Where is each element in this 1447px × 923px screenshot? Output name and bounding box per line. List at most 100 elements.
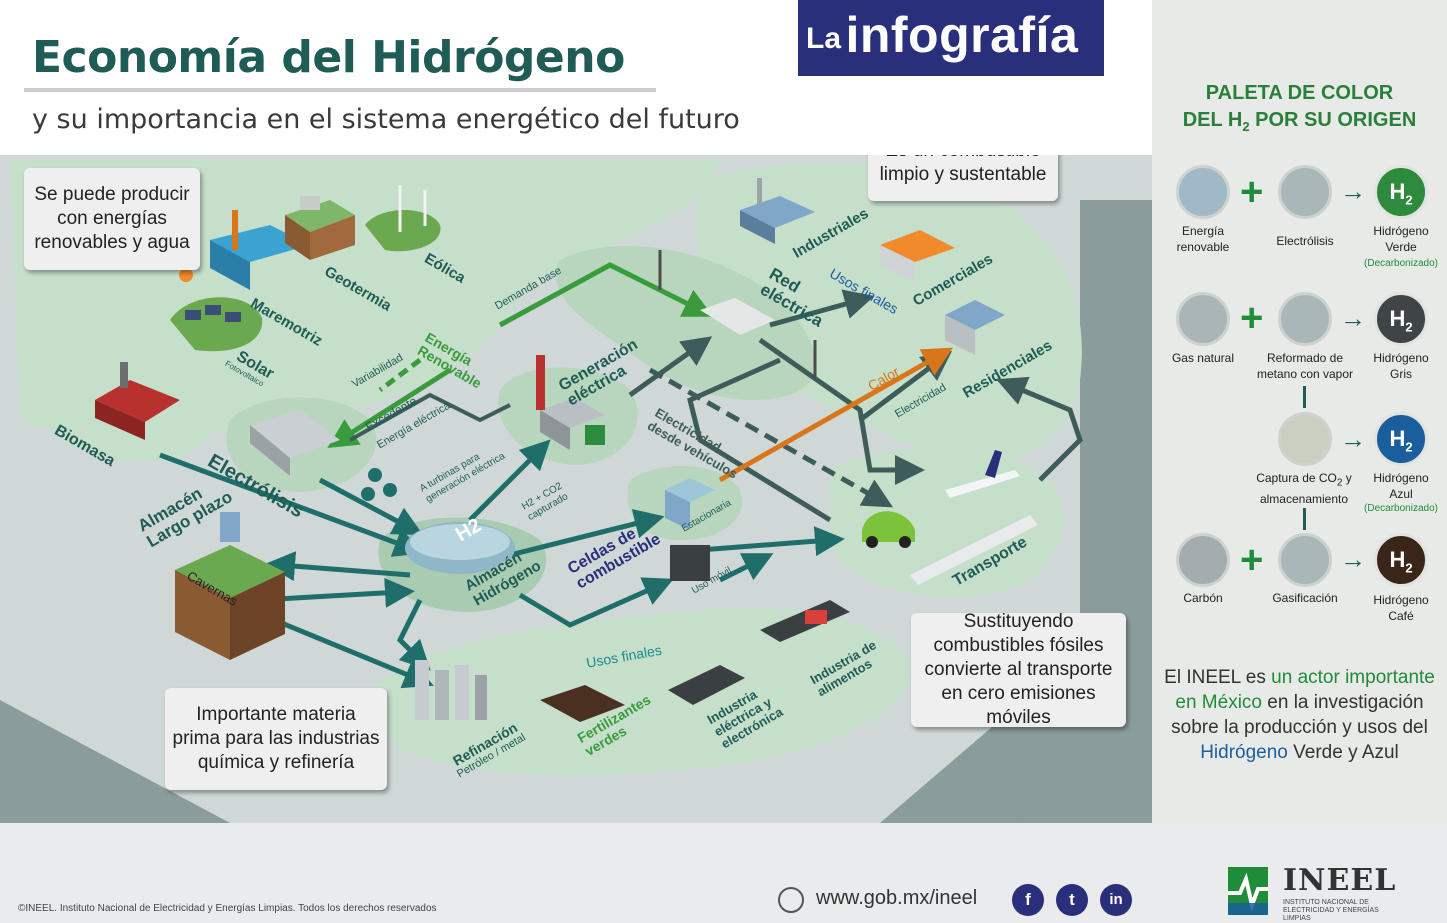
arrow-transporte-to-residenciales (996, 376, 1083, 482)
note-azul: (Decarbonizado) (1364, 503, 1438, 514)
arrow-red-to-transporte-dashed (648, 367, 894, 508)
ineel-fullname: INSTITUTO NACIONAL DE ELECTRICIDAD Y ENE… (1283, 899, 1379, 922)
comerciales-icon (880, 230, 955, 282)
label-hidrogeno-cafe: Hidrógeno Café (1373, 593, 1429, 623)
steam-reforming-icon (1278, 292, 1332, 346)
arrow-generacion-to-electrolisis (349, 392, 511, 442)
badge-la: La (806, 22, 842, 55)
callout-raw-material: Importante materia prima para las indust… (165, 688, 387, 790)
caverns-icon (175, 512, 285, 660)
page-title: Economía del Hidrógeno (32, 32, 625, 83)
label-gas-natural: Gas natural (1171, 351, 1235, 365)
callout-clean: Es un combustible limpio y sustentable (868, 155, 1058, 201)
globe-icon (778, 887, 804, 913)
train-icon (910, 515, 1038, 585)
arrow-right-icon: → (1340, 176, 1366, 206)
h2-gris-icon: H2 (1374, 292, 1428, 346)
celdas-icon (670, 545, 710, 581)
color-palette-panel: PALETA DE COLOR DEL H2 POR SU ORIGEN + →… (1152, 0, 1447, 823)
label-hidrogeno-verde: Hidrógeno Verde (1373, 224, 1429, 254)
note-verde: (Decarbonizado) (1364, 258, 1438, 269)
arrow-storage-to-estacionaria (509, 509, 665, 558)
ineel-name: INEEL (1283, 863, 1397, 898)
website-link[interactable]: www.gob.mx/ineel (816, 887, 978, 909)
h2-verde-icon: H2 (1374, 165, 1428, 219)
ineel-logo-icon (1228, 867, 1268, 915)
refinery-icon (415, 660, 487, 720)
label-hidrogeno-gris: Hidrógeno Gris (1373, 351, 1429, 381)
arrow-red-to-industriales (769, 289, 875, 328)
arrow-storage-to-celdas (518, 577, 674, 628)
residenciales-icon (945, 300, 1005, 355)
arrow-demanda-base (498, 262, 714, 328)
island-usos-bottom (367, 607, 912, 775)
palette-title-line2: DEL H2 POR SU ORIGEN (1182, 109, 1417, 134)
arrow-celdas-to-transporte (699, 526, 845, 557)
arrow-storage-to-turbines (468, 439, 551, 522)
co2-capture-icon (1278, 412, 1332, 466)
diagram-svg (0, 155, 1152, 823)
ineel-statement: El INEEL es un actor importante en Méxic… (1164, 667, 1435, 763)
palette-title: PALETA DE COLOR DEL H2 POR SU ORIGEN (1152, 80, 1447, 140)
electrolysis-icon (1278, 165, 1332, 219)
badge-infografia: infografía (845, 7, 1079, 63)
arrow-variabilidad (378, 358, 422, 392)
backdrop-lower (0, 700, 230, 823)
natural-gas-icon (1176, 292, 1230, 346)
arrow-electrolisis-to-storage (318, 477, 424, 536)
arrow-storage-to-caverns (265, 551, 411, 582)
infografia-badge: La infografía (798, 0, 1104, 76)
geotermia-icon (285, 196, 355, 260)
label-gasificacion: Gasificación (1272, 591, 1338, 605)
car-icon (862, 511, 915, 548)
diagram-canvas: Maremotriz Geotermia Eólica Solar Fotovo… (0, 155, 1152, 823)
food-industry-icon (760, 600, 850, 642)
red-electrica-icon (658, 250, 817, 378)
arrow-right-icon: → (1340, 424, 1366, 454)
renewable-energy-icon (1176, 165, 1230, 219)
biomasa-icon (95, 362, 180, 440)
linkedin-icon[interactable]: in (1100, 884, 1132, 916)
page-subtitle: y su importancia en el sistema energétic… (32, 104, 740, 135)
label-carbon: Carbón (1183, 591, 1223, 605)
arrow-storage-to-refinery (396, 598, 431, 671)
label-energia-renovable: Energía renovable (1176, 224, 1230, 254)
fertilizer-icon (540, 685, 625, 722)
label-electrolisis: Electrólisis (1276, 234, 1334, 248)
h2-azul-icon: H2 (1374, 412, 1428, 466)
arrow-biomasa-to-storage (159, 452, 425, 557)
plus-icon: + (1240, 296, 1264, 340)
arrow-celdas-to-uso-movil (718, 553, 774, 583)
arrow-up-line (1303, 508, 1306, 530)
label-hidrogeno-azul: Hidrógeno Azul (1373, 471, 1429, 501)
label-captura-co2: Captura de CO2 y almacenamiento (1256, 471, 1352, 507)
arrow-right-icon: → (1340, 303, 1366, 333)
plus-icon: + (1240, 170, 1264, 214)
arrow-vehiculos-to-red (687, 357, 832, 523)
arrow-red-to-residenciales (758, 337, 925, 485)
facebook-icon[interactable]: f (1012, 884, 1044, 916)
arrow-excedente (327, 367, 452, 449)
solar-icon (170, 268, 263, 352)
footer: ©INEEL. Instituto Nacional de Electricid… (0, 823, 1447, 923)
coal-icon (1176, 533, 1230, 587)
plane-icon (945, 450, 1020, 498)
header: Economía del Hidrógeno y su importancia … (0, 0, 1152, 155)
palette-title-line1: PALETA DE COLOR (1205, 82, 1394, 104)
estacionaria-icon (665, 478, 715, 530)
arrow-right-icon: → (1340, 544, 1366, 574)
h2-cafe-icon: H2 (1374, 533, 1428, 587)
twitter-icon[interactable]: t (1056, 884, 1088, 916)
arrow-generacion-to-red (628, 336, 713, 398)
arrow-down-line (1303, 386, 1306, 408)
generacion-icon (536, 355, 605, 450)
electronics-industry-icon (668, 665, 745, 705)
island-grid (556, 245, 816, 401)
plus-icon: + (1240, 538, 1264, 582)
copyright-text: ©INEEL. Instituto Nacional de Electricid… (18, 903, 437, 914)
callout-produce: Se puede producir con energías renovable… (24, 168, 200, 270)
eolica-icon (365, 185, 441, 252)
electrolisis-icon (250, 410, 397, 501)
h2-tank-icon (405, 522, 515, 574)
label-reformado: Reformado de metano con vapor (1256, 351, 1354, 381)
